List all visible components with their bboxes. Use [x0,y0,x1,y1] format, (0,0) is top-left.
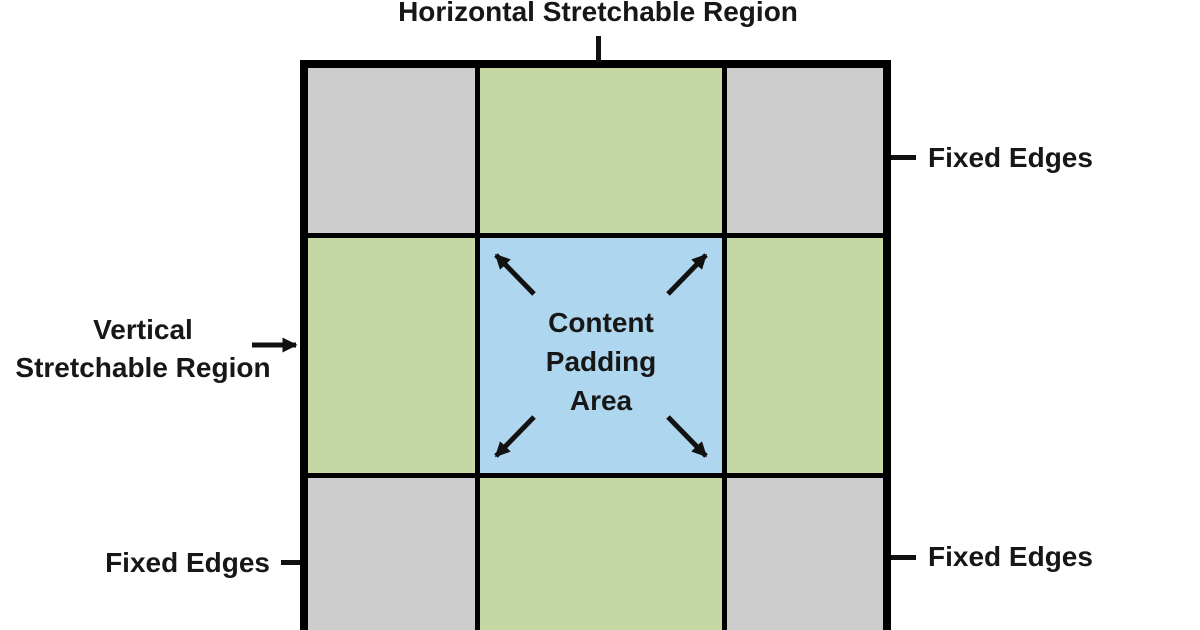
vertical-stretch-label: Vertical Stretchable Region [8,311,278,387]
horizontal-stretch-label: Horizontal Stretchable Region [398,0,798,27]
connector-tick-top [596,36,601,62]
cell-middle-right-stretch [727,238,883,473]
expand-arrows-icon [494,253,708,458]
cell-bottom-center-stretch [480,478,722,630]
expand-arrow-top-right-icon [666,253,708,296]
fixed-edges-label-bottom-left: Fixed Edges [105,547,270,578]
fixed-edges-label-bottom-right: Fixed Edges [928,541,1093,572]
connector-tick-right-top [891,155,916,160]
vertical-stretch-line2: Stretchable Region [15,352,271,383]
expand-arrow-bottom-left-icon [494,415,536,458]
cell-top-left-fixed [308,68,475,233]
cell-middle-left-stretch [308,238,475,473]
cell-bottom-left-fixed [308,478,475,630]
content-padding-line1: Content [548,307,654,338]
fixed-edges-label-top-right: Fixed Edges [928,142,1093,173]
content-padding-label: Content Padding Area [546,303,656,420]
nine-patch-grid: Content Padding Area [300,60,891,630]
cell-top-right-fixed [727,68,883,233]
cell-center-content-padding: Content Padding Area [480,238,722,473]
cell-bottom-right-fixed [727,478,883,630]
content-padding-line2: Padding [545,346,657,377]
right-arrow-icon [252,337,298,353]
connector-tick-bottom-left [281,560,300,565]
expand-arrow-top-left-icon [494,253,536,296]
content-padding-line3: Area [569,385,633,416]
vertical-stretch-line1: Vertical [93,314,193,345]
cell-top-center-stretch [480,68,722,233]
connector-tick-right-bottom [891,555,916,560]
expand-arrow-bottom-right-icon [666,415,708,458]
